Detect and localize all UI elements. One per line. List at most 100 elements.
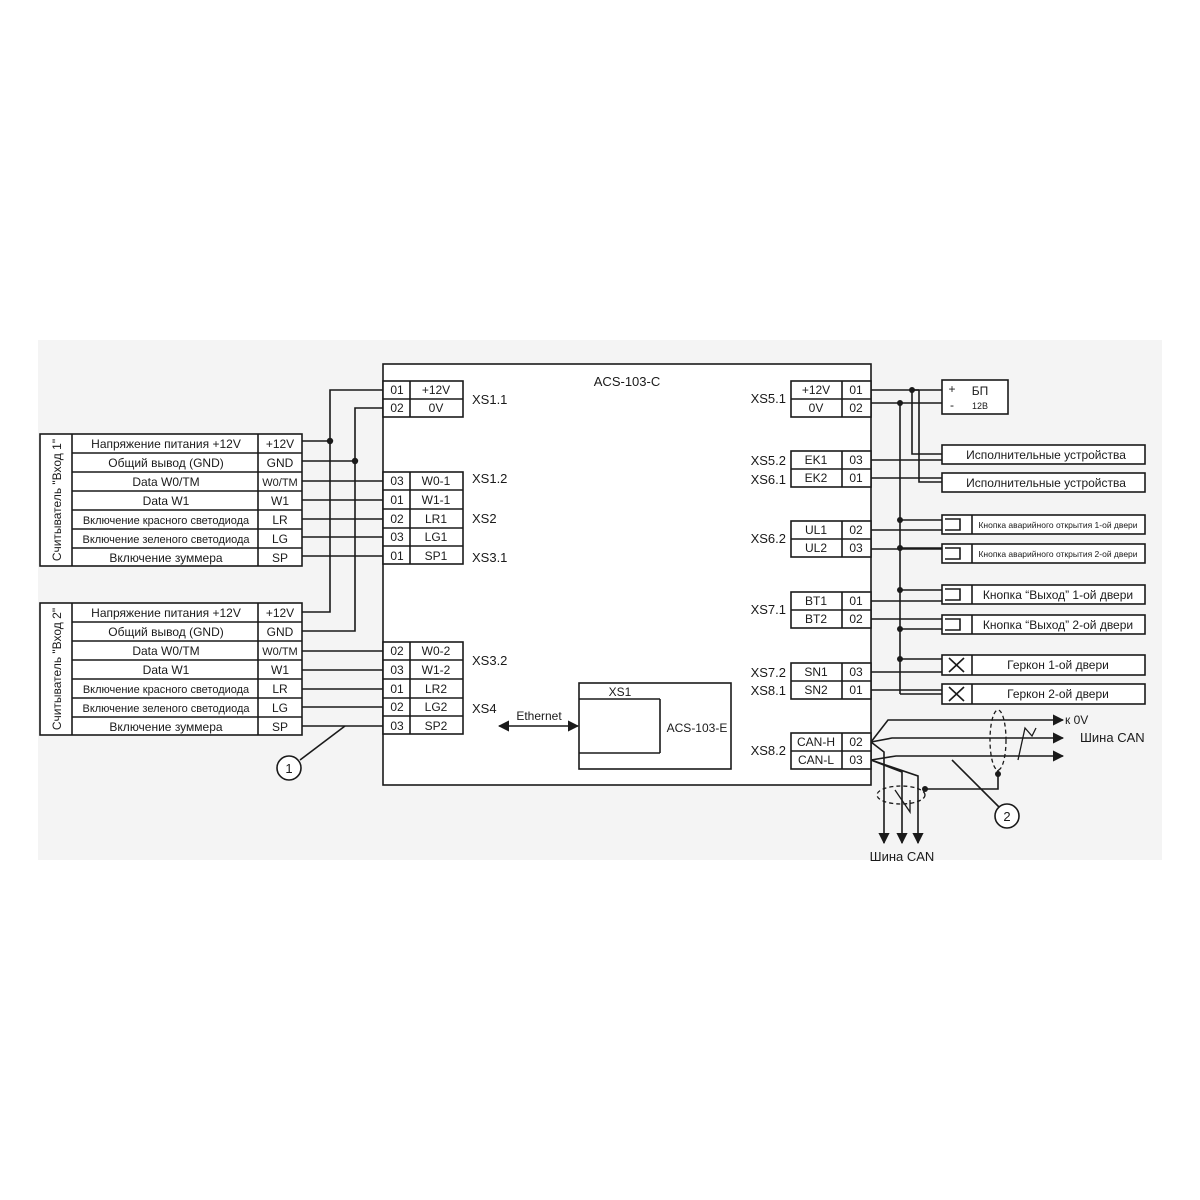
conn-xs6-1: XS6.1 bbox=[751, 472, 786, 487]
rt-num-9: 03 bbox=[849, 665, 863, 679]
reader-2-pin-4: W1 bbox=[271, 663, 289, 677]
lt-sig-12: SP2 bbox=[425, 719, 448, 733]
rt-sig-12: CAN-L bbox=[798, 753, 834, 767]
rt-sig-6: UL2 bbox=[805, 541, 827, 555]
reader-1-pin-2: GND bbox=[267, 456, 294, 470]
reader-2-desc-7: Включение зуммера bbox=[109, 720, 222, 734]
power-supply-box bbox=[941, 379, 1009, 415]
ethernet-label: Ethernet bbox=[516, 709, 562, 723]
module-connector-label: XS1 bbox=[609, 685, 632, 699]
button-1-label: Кнопка аварийного открытия 1-ой двери bbox=[978, 520, 1137, 530]
reader-1-desc-3: Data W0/TM bbox=[132, 475, 199, 489]
lt-num-6: 03 bbox=[390, 530, 404, 544]
conn-xs7-2: XS7.2 bbox=[751, 665, 786, 680]
rt-sig-5: UL1 bbox=[805, 523, 827, 537]
left-terminal-block-xs1-1 bbox=[382, 380, 464, 418]
lt-num-5: 02 bbox=[390, 512, 404, 526]
reader-2-desc-5: Включение красного светодиода bbox=[83, 684, 250, 696]
can-to-0v-label: к 0V bbox=[1065, 713, 1088, 727]
reader-2-pin-6: LG bbox=[272, 701, 288, 715]
ethernet-module-box bbox=[578, 682, 732, 770]
reader-2-desc-2: Общий вывод (GND) bbox=[108, 625, 223, 639]
rt-sig-9: SN1 bbox=[804, 665, 828, 679]
conn-xs2: XS2 bbox=[472, 511, 497, 526]
lt-sig-9: W1-2 bbox=[422, 663, 451, 677]
reader-1-pin-5: LR bbox=[272, 513, 288, 527]
reader-1-pin-7: SP bbox=[272, 551, 288, 565]
lt-sig-10: LR2 bbox=[425, 682, 447, 696]
reader-2-pin-3: W0/TM bbox=[262, 646, 297, 658]
device-1-label: Исполнительные устройства bbox=[966, 448, 1126, 462]
lt-num-1: 01 bbox=[390, 383, 404, 397]
right-terminal-block-xs8-2 bbox=[790, 732, 872, 770]
rt-sig-11: CAN-H bbox=[797, 735, 835, 749]
reader-1-desc-7: Включение зуммера bbox=[109, 551, 222, 565]
rt-num-6: 03 bbox=[849, 541, 863, 555]
lt-sig-5: LR1 bbox=[425, 512, 447, 526]
rt-sig-8: BT2 bbox=[805, 612, 827, 626]
rt-sig-10: SN2 bbox=[804, 683, 828, 697]
rt-num-5: 02 bbox=[849, 523, 863, 537]
reader-2-pin-5: LR bbox=[272, 682, 288, 696]
conn-xs4: XS4 bbox=[472, 701, 497, 716]
conn-xs3-2: XS3.2 bbox=[472, 653, 507, 668]
rt-sig-2: 0V bbox=[809, 401, 824, 415]
reader-2-desc-4: Data W1 bbox=[143, 663, 190, 677]
lt-num-7: 01 bbox=[390, 549, 404, 563]
reader-1-pin-1: +12V bbox=[266, 437, 294, 451]
lt-num-3: 03 bbox=[390, 474, 404, 488]
power-minus: - bbox=[950, 398, 954, 412]
lt-num-11: 02 bbox=[390, 700, 404, 714]
callout-2 bbox=[994, 803, 1020, 829]
button-2-box bbox=[941, 543, 1146, 564]
reader-2-title: Считыватель "Вход 2" bbox=[50, 608, 64, 730]
right-terminal-block-xs7-2-xs8-1 bbox=[790, 662, 872, 700]
lt-sig-7: SP1 bbox=[425, 549, 448, 563]
conn-xs5-2: XS5.2 bbox=[751, 453, 786, 468]
button-2-label: Кнопка аварийного открытия 2-ой двери bbox=[978, 549, 1137, 559]
rt-num-2: 02 bbox=[849, 401, 863, 415]
button-1-box bbox=[941, 514, 1146, 535]
button-3-label: Кнопка “Выход” 1-ой двери bbox=[983, 588, 1133, 602]
callout-1 bbox=[276, 755, 302, 781]
lt-sig-1: +12V bbox=[422, 383, 450, 397]
reader-1-desc-5: Включение красного светодиода bbox=[83, 515, 250, 527]
rt-num-12: 03 bbox=[849, 753, 863, 767]
rt-num-11: 02 bbox=[849, 735, 863, 749]
rt-num-10: 01 bbox=[849, 683, 863, 697]
left-wiring bbox=[299, 389, 383, 761]
right-terminal-block-xs5-2-xs6-1 bbox=[790, 450, 872, 488]
reader-1-pin-4: W1 bbox=[271, 494, 289, 508]
power-plus: + bbox=[948, 382, 955, 396]
reader-1-title: Считыватель "Вход 1" bbox=[50, 439, 64, 561]
reader-1-desc-6: Включение зеленого светодиода bbox=[82, 534, 250, 546]
rt-sig-4: EK2 bbox=[805, 471, 828, 485]
lt-num-12: 03 bbox=[390, 719, 404, 733]
reader-1-desc-1: Напряжение питания +12V bbox=[91, 437, 241, 451]
button-4-box bbox=[941, 614, 1146, 635]
power-voltage: 12В bbox=[972, 401, 988, 411]
button-3-box bbox=[941, 584, 1146, 605]
right-terminal-block-xs7-1 bbox=[790, 591, 872, 629]
lt-sig-6: LG1 bbox=[425, 530, 448, 544]
callout-1-label: 1 bbox=[285, 761, 292, 776]
reader-1-desc-2: Общий вывод (GND) bbox=[108, 456, 223, 470]
reader-2-pin-2: GND bbox=[267, 625, 294, 639]
right-terminal-block-xs5-1 bbox=[790, 380, 872, 418]
rt-sig-1: +12V bbox=[802, 383, 830, 397]
lt-sig-8: W0-2 bbox=[422, 644, 451, 658]
reader-2-desc-3: Data W0/TM bbox=[132, 644, 199, 658]
lt-sig-11: LG2 bbox=[425, 700, 448, 714]
callout-2-label: 2 bbox=[1003, 809, 1010, 824]
conn-xs8-2: XS8.2 bbox=[751, 743, 786, 758]
rt-num-1: 01 bbox=[849, 383, 863, 397]
rt-num-7: 01 bbox=[849, 594, 863, 608]
reader-1-pin-6: LG bbox=[272, 532, 288, 546]
left-terminal-block-xs1-2-xs3-1 bbox=[382, 471, 464, 565]
lt-sig-4: W1-1 bbox=[422, 493, 451, 507]
reader-2-pin-7: SP bbox=[272, 720, 288, 734]
can-bus-right-label: Шина CAN bbox=[1080, 730, 1145, 745]
lt-num-9: 03 bbox=[390, 663, 404, 677]
button-4-label: Кнопка “Выход” 2-ой двери bbox=[983, 618, 1133, 632]
